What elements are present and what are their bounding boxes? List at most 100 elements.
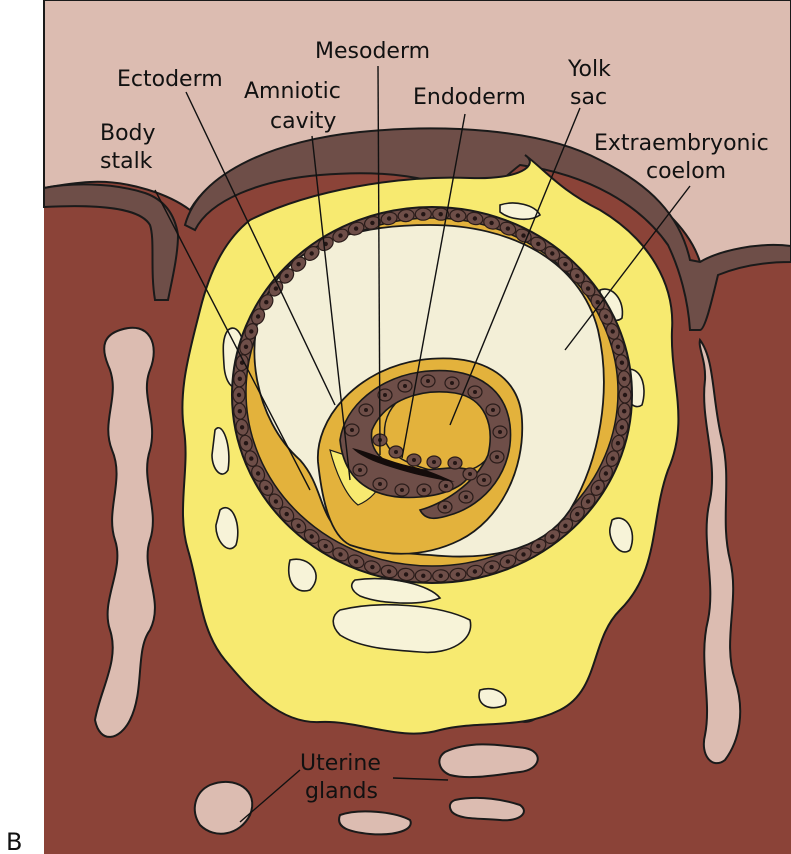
cell-nucleus [586, 286, 590, 290]
cell-nucleus [443, 505, 447, 509]
label-body: Body [100, 121, 156, 146]
cell-nucleus [550, 251, 554, 255]
label-glands: glands [305, 779, 378, 804]
cell-nucleus [354, 559, 358, 563]
cell-nucleus [404, 213, 408, 217]
cell-nucleus [296, 524, 300, 528]
label-cavity: cavity [270, 109, 336, 134]
cell-nucleus [354, 226, 358, 230]
cell-nucleus [285, 274, 289, 278]
cell-nucleus [249, 329, 253, 333]
cell-nucleus [412, 458, 416, 462]
cell-nucleus [383, 393, 387, 397]
label-sac: sac [570, 85, 607, 110]
cell-nucleus [464, 495, 468, 499]
cell-nucleus [616, 441, 620, 445]
cell-nucleus [575, 512, 579, 516]
cell-nucleus [550, 534, 554, 538]
cell-nucleus [350, 428, 354, 432]
cell-nucleus [495, 455, 499, 459]
cell-nucleus [404, 572, 408, 576]
cell-nucleus [394, 450, 398, 454]
cell-nucleus [450, 381, 454, 385]
cell-nucleus [432, 460, 436, 464]
cell-nucleus [596, 486, 600, 490]
cell-nucleus [575, 274, 579, 278]
cell-nucleus [611, 329, 615, 333]
label-uterine: Uterine [300, 751, 381, 776]
cell-nucleus [456, 572, 460, 576]
cell-nucleus [240, 425, 244, 429]
cell-nucleus [586, 499, 590, 503]
cell-nucleus [310, 251, 314, 255]
cell-nucleus [453, 461, 457, 465]
cell-nucleus [473, 569, 477, 573]
cell-nucleus [238, 409, 242, 413]
cell-nucleus [370, 221, 374, 225]
cell-nucleus [468, 472, 472, 476]
label-mesoderm: Mesoderm [315, 39, 430, 64]
cell-nucleus [387, 569, 391, 573]
label-yolk: Yolk [567, 57, 611, 82]
cell-nucleus [596, 300, 600, 304]
cell-nucleus [482, 478, 486, 482]
cell-nucleus [400, 488, 404, 492]
cell-nucleus [506, 559, 510, 563]
cell-nucleus [563, 262, 567, 266]
label-ectoderm: Ectoderm [117, 67, 223, 92]
cell-nucleus [249, 456, 253, 460]
cell-nucleus [338, 233, 342, 237]
cell-nucleus [456, 213, 460, 217]
cell-nucleus [296, 262, 300, 266]
cell-nucleus [620, 361, 624, 365]
cell-nucleus [264, 300, 268, 304]
cell-nucleus [338, 552, 342, 556]
cell-nucleus [285, 512, 289, 516]
cell-nucleus [521, 552, 525, 556]
cell-nucleus [274, 499, 278, 503]
cell-nucleus [491, 408, 495, 412]
cell-nucleus [274, 286, 278, 290]
cell-nucleus [378, 482, 382, 486]
cell-nucleus [421, 574, 425, 578]
cell-nucleus [506, 226, 510, 230]
cell-nucleus [498, 430, 502, 434]
cell-nucleus [324, 544, 328, 548]
label-amniotic: Amniotic [244, 79, 341, 104]
cell-nucleus [358, 468, 362, 472]
cell-nucleus [489, 221, 493, 225]
cell-nucleus [611, 456, 615, 460]
cell-nucleus [370, 565, 374, 569]
label-stalk: stalk [100, 149, 153, 174]
cell-nucleus [623, 393, 627, 397]
cell-nucleus [439, 574, 443, 578]
cell-nucleus [604, 471, 608, 475]
cell-nucleus [616, 345, 620, 349]
cell-nucleus [563, 524, 567, 528]
cell-nucleus [264, 486, 268, 490]
cell-nucleus [444, 484, 448, 488]
panel-label: B [6, 828, 22, 854]
cell-nucleus [403, 384, 407, 388]
cell-nucleus [622, 377, 626, 381]
label-endoderm: Endoderm [413, 85, 526, 110]
cell-nucleus [620, 425, 624, 429]
cell-nucleus [244, 441, 248, 445]
cell-nucleus [421, 212, 425, 216]
cell-nucleus [473, 390, 477, 394]
cell-nucleus [536, 544, 540, 548]
cell-nucleus [473, 216, 477, 220]
cell-nucleus [489, 565, 493, 569]
cell-nucleus [622, 409, 626, 413]
cell-nucleus [521, 233, 525, 237]
cell-nucleus [536, 242, 540, 246]
cell-nucleus [604, 314, 608, 318]
cell-nucleus [238, 377, 242, 381]
label-coelom: coelom [646, 159, 726, 184]
cell-nucleus [256, 314, 260, 318]
cell-nucleus [310, 534, 314, 538]
cell-nucleus [244, 345, 248, 349]
cell-nucleus [364, 408, 368, 412]
cell-nucleus [426, 379, 430, 383]
